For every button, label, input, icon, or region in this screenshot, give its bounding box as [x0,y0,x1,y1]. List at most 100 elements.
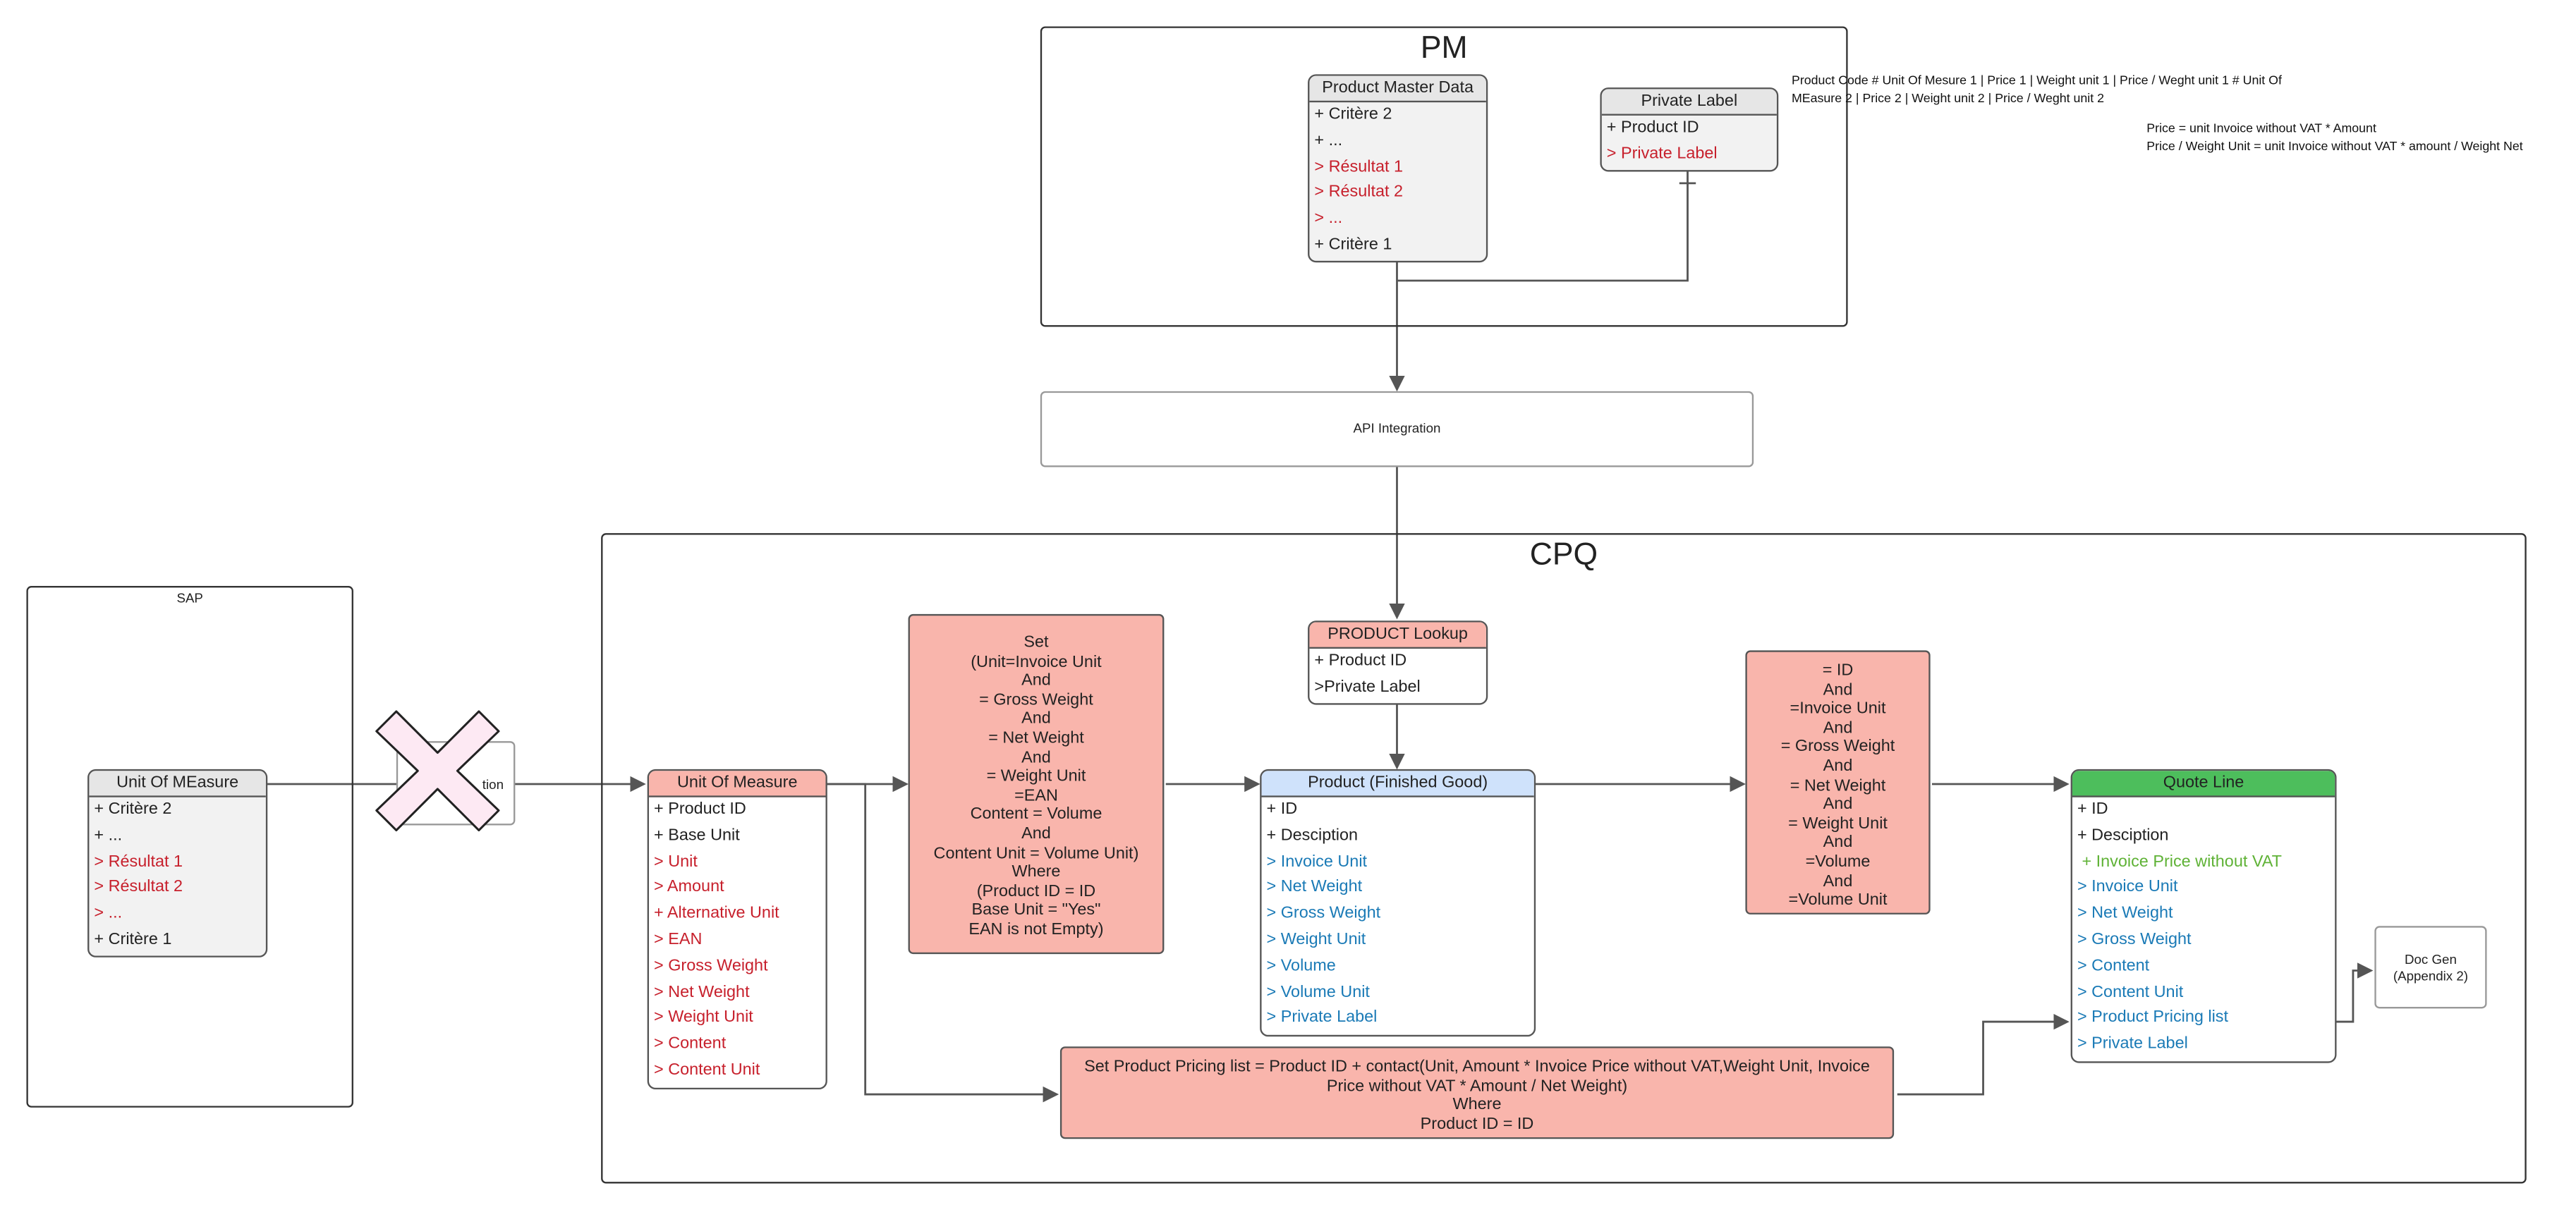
entity-row: > Net Weight [654,983,750,1001]
note-line: = Gross Weight [979,691,1093,710]
doc-gen-label: Doc Gen [2404,952,2457,967]
entity-row: > Weight Unit [654,1009,753,1027]
sap-unit-of-measure-table[interactable]: Unit Of MEasure + Critère 2 + ... > Résu… [87,769,268,958]
pm-frame-title: PM [1420,31,1468,66]
note-line: Price without VAT * Amount / Net Weight) [1326,1077,1628,1096]
entity-row: > Content Unit [2077,983,2184,1001]
note-line: = Weight Unit [986,767,1086,786]
note-line: And [1823,719,1853,738]
close-x-icon[interactable] [373,708,502,833]
entity-row: > Amount [654,879,724,898]
entity-header: Unit Of Measure [649,771,826,797]
note-line: EAN is not Empty) [968,921,1104,939]
sap-frame: SAP [26,586,353,1108]
quote-line-table[interactable]: Quote Line + ID + Desciption + Invoice P… [2070,769,2337,1063]
product-code-annotation-1: Product Code # Unit Of Mesure 1 | Price … [1791,73,2282,88]
entity-row: > Private Label [1606,145,1718,164]
entity-header: Product (Finished Good) [1261,771,1534,797]
private-label-join-line [1397,170,1689,282]
product-finished-good-table[interactable]: Product (Finished Good) + ID + Desciptio… [1260,769,1536,1037]
note-line: And [1823,680,1853,699]
price-weight-formula: Price / Weight Unit = unit Invoice witho… [2146,138,2523,154]
product-lookup-table[interactable]: PRODUCT Lookup + Product ID >Private Lab… [1308,620,1488,705]
entity-row: + Invoice Price without VAT [2077,852,2282,871]
note-line: =Volume Unit [1788,891,1888,910]
entity-row: > Unit [654,852,698,871]
note-line: (Product ID = ID [976,882,1096,901]
pm-frame: PM [1040,26,1848,327]
entity-row: + ID [1266,800,1298,819]
entity-row: + Product ID [1606,118,1699,137]
api-integration-box[interactable]: API Integration [1040,391,1754,467]
entity-row: > Net Weight [2077,905,2173,924]
entity-row: + Product ID [654,800,746,819]
set-unit-note[interactable]: Set (Unit=Invoice Unit And = Gross Weigh… [908,613,1165,955]
entity-row: + ID [2077,800,2108,819]
entity-row: + Alternative Unit [654,905,779,924]
note-line: =Invoice Unit [1790,700,1886,718]
entity-row: > Gross Weight [654,957,768,976]
note-line: = Weight Unit [1788,814,1888,833]
entity-row: > Private Label [2077,1035,2188,1053]
entity-row: > Résultat 2 [94,879,183,898]
price-formula: Price = unit Invoice without VAT * Amoun… [2146,120,2376,135]
entity-row: + Base Unit [654,826,740,845]
entity-row: + Desciption [2077,826,2169,845]
note-line: Content = Volume [970,806,1102,824]
note-line: And [1823,757,1853,776]
api-integration-label: API Integration [1353,420,1441,436]
entity-row: + Critère 2 [1314,105,1392,124]
entity-header: Quote Line [2072,771,2335,797]
doc-gen-box[interactable]: Doc Gen (Appendix 2) [2374,926,2487,1009]
entity-row: > Résultat 2 [1314,183,1404,202]
entity-row: + ... [94,826,123,845]
id-match-note[interactable]: = ID And =Invoice Unit And = Gross Weigh… [1745,650,1931,915]
entity-row: > Résultat 1 [1314,157,1404,176]
entity-row: > Invoice Unit [1266,852,1368,871]
note-line: And [1021,672,1051,690]
entity-row: + Critère 1 [94,931,172,950]
entity-row: > Volume Unit [1266,983,1370,1001]
note-line: And [1021,710,1051,729]
note-line: = Net Weight [1790,776,1886,795]
note-line: Where [1452,1096,1502,1115]
entity-header: Private Label [1601,89,1777,116]
entity-row: > Volume [1266,957,1336,976]
entity-row: > Content Unit [654,1061,760,1079]
note-line: Where [1011,863,1061,882]
note-line: And [1021,825,1051,844]
doc-gen-sublabel: (Appendix 2) [2393,969,2469,984]
product-master-data-table[interactable]: Product Master Data + Critère 2 + ... > … [1308,74,1488,263]
entity-row: > Content [654,1035,727,1053]
note-line: =EAN [1014,787,1058,805]
entity-header: Unit Of MEasure [89,771,266,797]
entity-row: + Critère 1 [1314,236,1392,255]
entity-row: > Invoice Unit [2077,879,2178,898]
note-line: And [1021,748,1051,767]
entity-row: + Critère 2 [94,800,172,819]
note-line: = ID [1822,661,1854,680]
product-code-annotation-2: MEasure 2 | Price 2 | Weight unit 2 | Pr… [1791,90,2105,106]
note-line: Base Unit = "Yes" [971,901,1101,920]
note-line: = Net Weight [988,729,1084,748]
note-line: And [1823,834,1853,852]
quote-to-docgen-line [2336,962,2374,1023]
note-line: (Unit=Invoice Unit [971,653,1102,671]
entity-row: > Résultat 1 [94,852,183,871]
uom-to-pricing-line [825,783,1059,1103]
note-line: And [1823,795,1853,814]
unit-of-measure-table[interactable]: Unit Of Measure + Product ID + Base Unit… [647,769,827,1090]
entity-row: > Product Pricing list [2077,1009,2229,1027]
note-line: Set [1023,633,1049,652]
note-line: And [1823,872,1853,891]
pricing-list-note[interactable]: Set Product Pricing list = Product ID + … [1059,1046,1895,1139]
pricing-to-quote-line [1897,1013,2070,1096]
note-line: Product ID = ID [1420,1115,1534,1134]
entity-row: + Desciption [1266,826,1359,845]
entity-row: > Gross Weight [1266,905,1381,924]
entity-row: > Gross Weight [2077,931,2192,950]
cpq-frame-title: CPQ [1529,538,1598,573]
entity-row: > ... [1314,209,1343,228]
private-label-table[interactable]: Private Label + Product ID > Private Lab… [1600,87,1779,172]
entity-row: > Private Label [1266,1009,1378,1027]
